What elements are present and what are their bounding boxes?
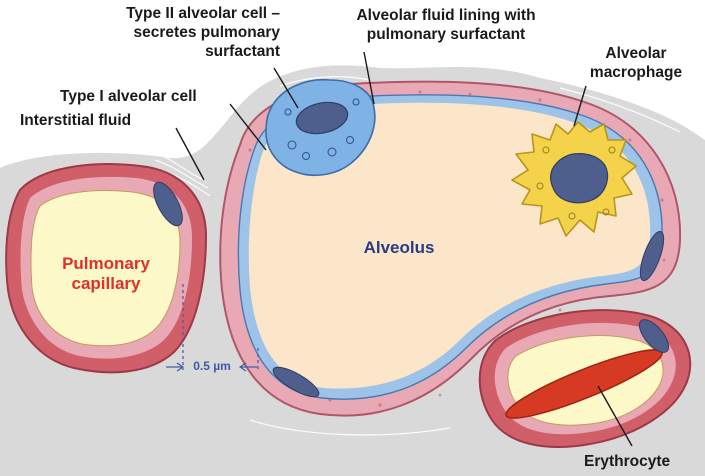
pulmonary-capillary-label: Pulmonary capillary [46, 254, 166, 294]
alveolus-label: Alveolus [344, 238, 454, 258]
type-ii-label-line2: secretes pulmonary [48, 23, 280, 42]
interstitial-fluid-label: Interstitial fluid [20, 111, 131, 130]
erythrocyte-label: Erythrocyte [584, 452, 670, 471]
type-i-cell-label: Type I alveolar cell [60, 87, 197, 106]
type-ii-cell-label: Type II alveolar cell – secretes pulmona… [48, 4, 280, 61]
fluid-label-line1: Alveolar fluid lining with [336, 6, 556, 25]
macrophage-label: Alveolar macrophage [566, 44, 705, 82]
capillary-label-line1: Pulmonary [46, 254, 166, 274]
type-ii-label-line3: surfactant [48, 42, 280, 61]
distance-label: 0.5 µm [184, 359, 240, 373]
fluid-label-line2: pulmonary surfactant [336, 25, 556, 44]
type-ii-label-line1: Type II alveolar cell – [48, 4, 280, 23]
macrophage-nucleus [551, 154, 608, 203]
macrophage-label-line1: Alveolar [566, 44, 705, 63]
macrophage-label-line2: macrophage [566, 63, 705, 82]
fluid-lining-label: Alveolar fluid lining with pulmonary sur… [336, 6, 556, 44]
capillary-label-line2: capillary [46, 274, 166, 294]
